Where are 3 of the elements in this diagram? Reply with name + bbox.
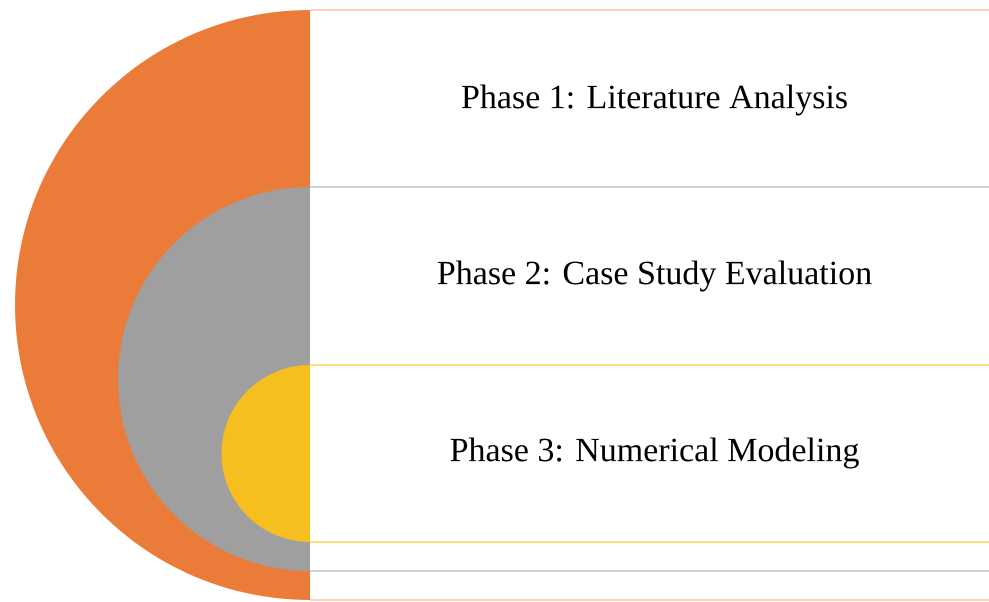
phase-label: Phase 1: Literature Analysis (462, 84, 847, 116)
phase-label: Phase 3: Numerical Modeling (450, 438, 859, 468)
phase-label: Phase 2: Case Study Evaluation (438, 260, 872, 292)
